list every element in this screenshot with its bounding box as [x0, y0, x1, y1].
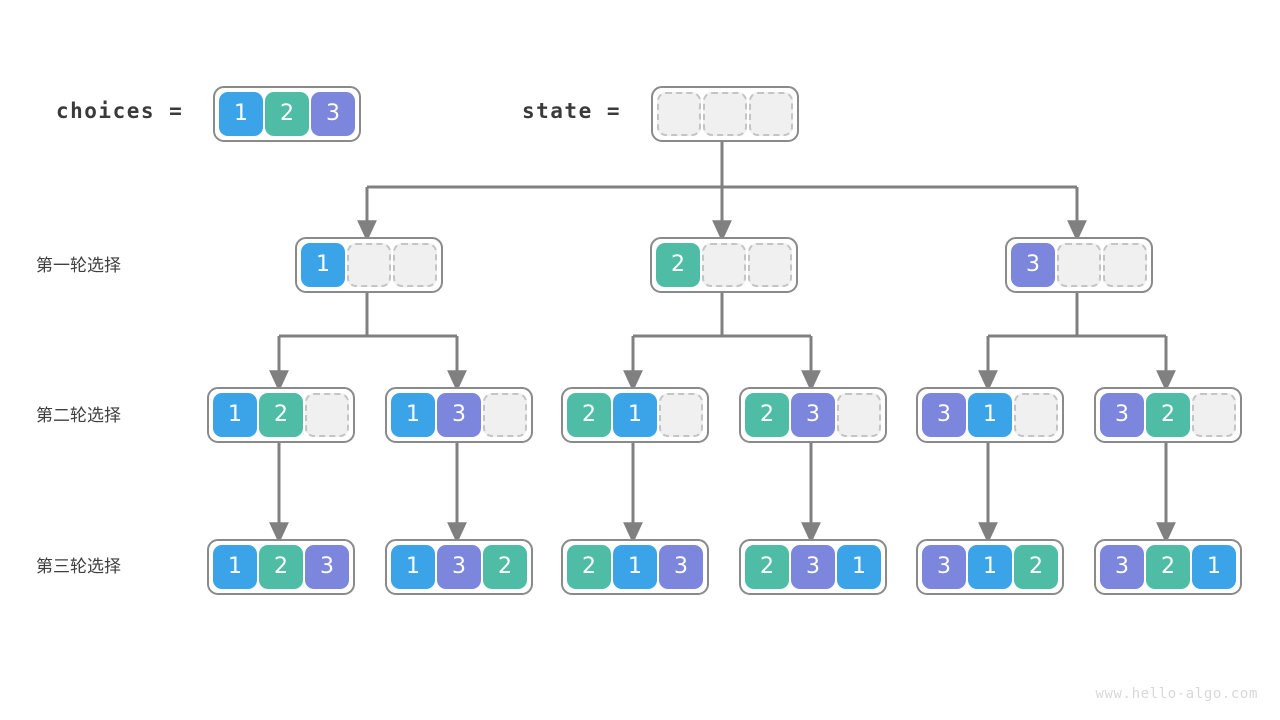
array-cell-value: 2	[745, 545, 789, 589]
array-cell-value: 2	[567, 545, 611, 589]
array-cell-value: 3	[311, 92, 355, 136]
watermark: www.hello-algo.com	[1095, 686, 1258, 702]
array-cell-empty	[837, 393, 881, 437]
array-cell-value: 1	[1192, 545, 1236, 589]
array-cell-value: 3	[791, 545, 835, 589]
array-cell-empty	[347, 243, 391, 287]
array-cell-empty	[657, 92, 701, 136]
array-cell-value: 2	[1146, 545, 1190, 589]
array-cell-empty	[1057, 243, 1101, 287]
array-round1-node-2: 2	[650, 237, 798, 293]
array-cell-value: 2	[265, 92, 309, 136]
state-label: state =	[522, 99, 622, 123]
array-cell-value: 1	[391, 545, 435, 589]
array-cell-value: 1	[213, 393, 257, 437]
array-cell-value: 1	[613, 393, 657, 437]
array-round1-node-1: 1	[295, 237, 443, 293]
array-cell-empty	[659, 393, 703, 437]
array-cell-empty	[483, 393, 527, 437]
array-cell-value: 2	[745, 393, 789, 437]
array-cell-value: 2	[656, 243, 700, 287]
array-cell-value: 3	[437, 545, 481, 589]
array-cell-empty	[749, 92, 793, 136]
row-label-round-3: 第三轮选择	[36, 557, 121, 577]
row-label-round-2: 第二轮选择	[36, 406, 121, 426]
array-cell-value: 2	[483, 545, 527, 589]
array-cell-empty	[748, 243, 792, 287]
array-cell-empty	[1103, 243, 1147, 287]
array-cell-value: 3	[922, 393, 966, 437]
array-state	[651, 86, 799, 142]
array-cell-value: 3	[791, 393, 835, 437]
array-cell-value: 3	[1011, 243, 1055, 287]
array-cell-value: 2	[1146, 393, 1190, 437]
array-cell-value: 2	[567, 393, 611, 437]
array-cell-value: 1	[837, 545, 881, 589]
array-cell-value: 3	[437, 393, 481, 437]
array-cell-empty	[703, 92, 747, 136]
array-cell-value: 3	[305, 545, 349, 589]
row-label-round-1: 第一轮选择	[36, 256, 121, 276]
array-cell-value: 1	[613, 545, 657, 589]
array-cell-value: 1	[213, 545, 257, 589]
array-cell-value: 3	[1100, 393, 1144, 437]
array-cell-value: 1	[301, 243, 345, 287]
array-cell-value: 1	[968, 393, 1012, 437]
choices-label: choices =	[56, 99, 184, 123]
array-round1-node-3: 3	[1005, 237, 1153, 293]
array-cell-value: 1	[219, 92, 263, 136]
array-cell-value: 2	[259, 545, 303, 589]
array-cell-value: 1	[391, 393, 435, 437]
array-cell-empty	[393, 243, 437, 287]
array-cell-empty	[305, 393, 349, 437]
array-cell-value: 3	[922, 545, 966, 589]
array-cell-value: 2	[1014, 545, 1058, 589]
array-cell-value: 3	[1100, 545, 1144, 589]
array-cell-value: 1	[968, 545, 1012, 589]
array-cell-value: 2	[259, 393, 303, 437]
array-cell-value: 3	[659, 545, 703, 589]
array-cell-empty	[1014, 393, 1058, 437]
array-cell-empty	[1192, 393, 1236, 437]
array-cell-empty	[702, 243, 746, 287]
